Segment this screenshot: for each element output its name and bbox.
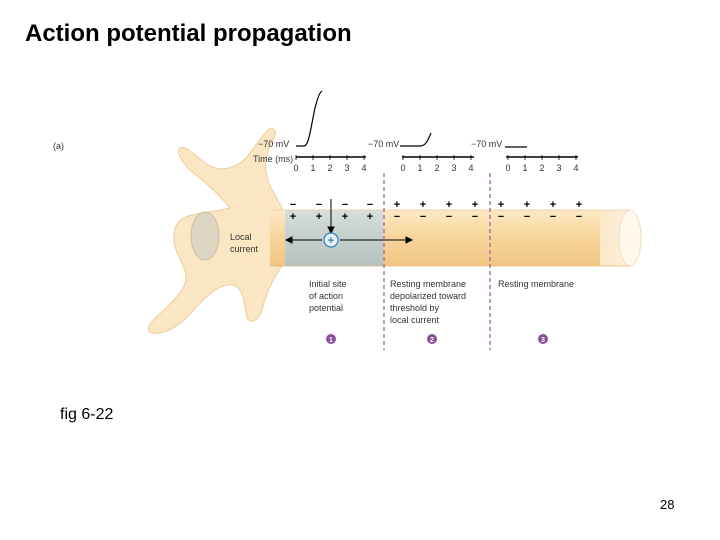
charge-sign-plus: + bbox=[394, 199, 400, 211]
charge-sign-minus: − bbox=[316, 199, 322, 211]
voltage-label-3: −70 mV bbox=[471, 139, 502, 149]
tick-label: 2 bbox=[434, 163, 439, 173]
local-current-arrows bbox=[284, 199, 414, 244]
charge-sign-minus: − bbox=[524, 211, 530, 223]
sodium-influx-icon bbox=[323, 232, 339, 248]
svg-text:1: 1 bbox=[329, 337, 333, 344]
time-axis-label: Time (ms) bbox=[253, 154, 293, 164]
charge-sign-minus: − bbox=[472, 211, 478, 223]
tick-label: 4 bbox=[361, 163, 366, 173]
charge-sign-plus: + bbox=[420, 199, 426, 211]
tick-label: 1 bbox=[310, 163, 315, 173]
tick-label: 4 bbox=[573, 163, 578, 173]
tick-label: 1 bbox=[522, 163, 527, 173]
charge-sign-plus: + bbox=[576, 199, 582, 211]
time-axis-1 bbox=[295, 155, 366, 160]
tick-label: 1 bbox=[417, 163, 422, 173]
tick-label: 0 bbox=[400, 163, 405, 173]
sodium-influx-plus: + bbox=[328, 235, 334, 247]
region-2-description: Resting membrane depolarized toward thre… bbox=[390, 279, 469, 325]
tick-label: 3 bbox=[451, 163, 456, 173]
local-current-label: Local current bbox=[230, 232, 259, 254]
tick-label: 0 bbox=[293, 163, 298, 173]
tick-label: 3 bbox=[556, 163, 561, 173]
time-axis-2 bbox=[402, 155, 474, 160]
voltage-trace-2 bbox=[400, 132, 432, 147]
charge-sign-plus: + bbox=[472, 199, 478, 211]
charge-sign-minus: − bbox=[576, 211, 582, 223]
charge-sign-plus: + bbox=[290, 211, 296, 223]
tick-label: 3 bbox=[344, 163, 349, 173]
charge-sign-minus: − bbox=[394, 211, 400, 223]
region-dividers bbox=[383, 173, 491, 350]
charge-sign-plus: + bbox=[446, 199, 452, 211]
slide-title: Action potential propagation bbox=[25, 20, 352, 47]
step-badge-1: 1 bbox=[326, 334, 336, 344]
charge-sign-plus: + bbox=[498, 199, 504, 211]
charge-sign-plus: + bbox=[316, 211, 322, 223]
tick-label: 2 bbox=[539, 163, 544, 173]
tick-label: 4 bbox=[468, 163, 473, 173]
svg-text:2: 2 bbox=[430, 337, 434, 344]
charge-sign-plus: + bbox=[342, 211, 348, 223]
charge-sign-minus: − bbox=[290, 199, 296, 211]
tick-label: 0 bbox=[505, 163, 510, 173]
charge-sign-plus: + bbox=[550, 199, 556, 211]
charge-sign-minus: − bbox=[367, 199, 373, 211]
charge-sign-minus: − bbox=[550, 211, 556, 223]
charge-sign-minus: − bbox=[498, 211, 504, 223]
voltage-label-2: −70 mV bbox=[368, 139, 399, 149]
voltage-trace-1 bbox=[296, 90, 323, 147]
region-1-description: Initial site of action potential bbox=[309, 279, 349, 313]
charge-sign-plus: + bbox=[524, 199, 530, 211]
charge-sign-minus: − bbox=[420, 211, 426, 223]
panel-label: (a) bbox=[53, 141, 64, 151]
figure-caption: fig 6-22 bbox=[60, 406, 114, 423]
tick-label: 2 bbox=[327, 163, 332, 173]
voltage-label-1: −70 mV bbox=[258, 139, 289, 149]
step-badge-3: 3 bbox=[538, 334, 548, 344]
time-axis-3 bbox=[506, 155, 578, 160]
charge-sign-minus: − bbox=[342, 199, 348, 211]
step-badge-2: 2 bbox=[427, 334, 437, 344]
page-number: 28 bbox=[660, 497, 675, 512]
charge-sign-plus: + bbox=[367, 211, 373, 223]
nucleus bbox=[190, 211, 220, 261]
region-3-description: Resting membrane bbox=[498, 279, 574, 289]
svg-text:3: 3 bbox=[541, 337, 545, 344]
charge-sign-minus: − bbox=[446, 211, 452, 223]
